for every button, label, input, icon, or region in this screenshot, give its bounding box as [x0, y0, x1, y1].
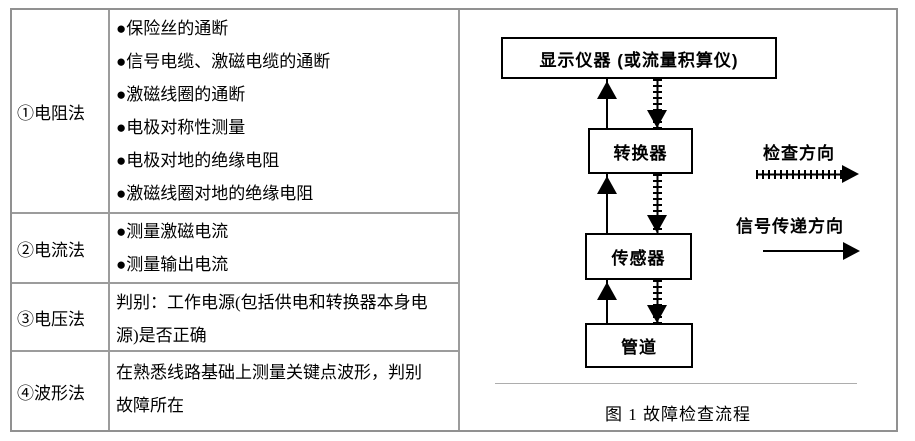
method-item: ●信号电缆、激磁电缆的通断: [116, 52, 331, 71]
flow-box-pipe: 管道: [585, 323, 693, 368]
table-row-current-method: ②电流法 ●测量激磁电流 ●测量输出电流: [12, 214, 458, 284]
check-line-down: [653, 79, 662, 128]
method-items: ●保险丝的通断 ●信号电缆、激磁电缆的通断 ●激磁线圈的通断 ●电极对称性测量 …: [110, 10, 458, 212]
method-description: 在熟悉线路基础上测量关键点波形，判别故障所在: [110, 352, 458, 430]
method-item: ●电极对称性测量: [116, 118, 246, 137]
method-label: ①电阻法: [12, 10, 110, 212]
legend-signal-direction-line: [763, 250, 845, 252]
signal-line-up: [606, 79, 608, 128]
arrow-right-icon: [843, 242, 860, 260]
fault-methods-table: ①电阻法 ●保险丝的通断 ●信号电缆、激磁电缆的通断 ●激磁线圈的通断 ●电极对…: [10, 8, 898, 432]
arrow-down-icon: [647, 110, 667, 128]
arrow-right-icon: [842, 165, 859, 183]
figure-caption: 图 1 故障检查流程: [605, 405, 751, 424]
arrow-up-icon: [597, 81, 617, 99]
method-label: ③电压法: [12, 284, 110, 350]
method-item: ●保险丝的通断: [116, 19, 229, 38]
arrow-down-icon: [647, 305, 667, 323]
check-line-down: [653, 174, 662, 233]
legend-check-direction-label: 检查方向: [763, 144, 835, 163]
arrow-up-icon: [597, 176, 617, 194]
method-item: ●激磁线圈的通断: [116, 85, 246, 104]
signal-line-up: [606, 174, 608, 233]
flow-box-display-instrument: 显示仪器 (或流量积算仪): [501, 37, 777, 79]
method-item: ●测量输出电流: [116, 255, 229, 274]
signal-line-up: [606, 280, 608, 323]
method-description-text: 在熟悉线路基础上测量关键点波形，判别故障所在: [116, 363, 422, 415]
arrow-down-icon: [647, 215, 667, 233]
arrow-up-icon: [597, 282, 617, 300]
table-row-resistance-method: ①电阻法 ●保险丝的通断 ●信号电缆、激磁电缆的通断 ●激磁线圈的通断 ●电极对…: [12, 10, 458, 214]
legend-check-direction-line: [756, 170, 844, 179]
caption-divider: [495, 383, 857, 384]
method-label: ②电流法: [12, 214, 110, 282]
method-item: ●电极对地的绝缘电阻: [116, 151, 280, 170]
fault-check-flowchart: 显示仪器 (或流量积算仪) 转换器 传感器 管道 检查方向 信号传递方向: [460, 10, 896, 430]
table-row-waveform-method: ④波形法 在熟悉线路基础上测量关键点波形，判别故障所在: [12, 352, 458, 430]
flow-box-sensor: 传感器: [585, 233, 692, 280]
method-items: ●测量激磁电流 ●测量输出电流: [110, 214, 458, 282]
methods-table-left-pane: ①电阻法 ●保险丝的通断 ●信号电缆、激磁电缆的通断 ●激磁线圈的通断 ●电极对…: [12, 10, 460, 430]
table-row-voltage-method: ③电压法 判别：工作电源(包括供电和转换器本身电源)是否正确: [12, 284, 458, 352]
legend-signal-direction-label: 信号传递方向: [736, 217, 844, 236]
method-description-text: 判别：工作电源(包括供电和转换器本身电源)是否正确: [116, 293, 428, 345]
check-line-down: [653, 280, 662, 323]
method-label: ④波形法: [12, 352, 110, 430]
method-description: 判别：工作电源(包括供电和转换器本身电源)是否正确: [110, 284, 458, 350]
method-item: ●激磁线圈对地的绝缘电阻: [116, 184, 314, 203]
flow-box-converter: 转换器: [588, 128, 693, 174]
method-item: ●测量激磁电流: [116, 222, 229, 241]
